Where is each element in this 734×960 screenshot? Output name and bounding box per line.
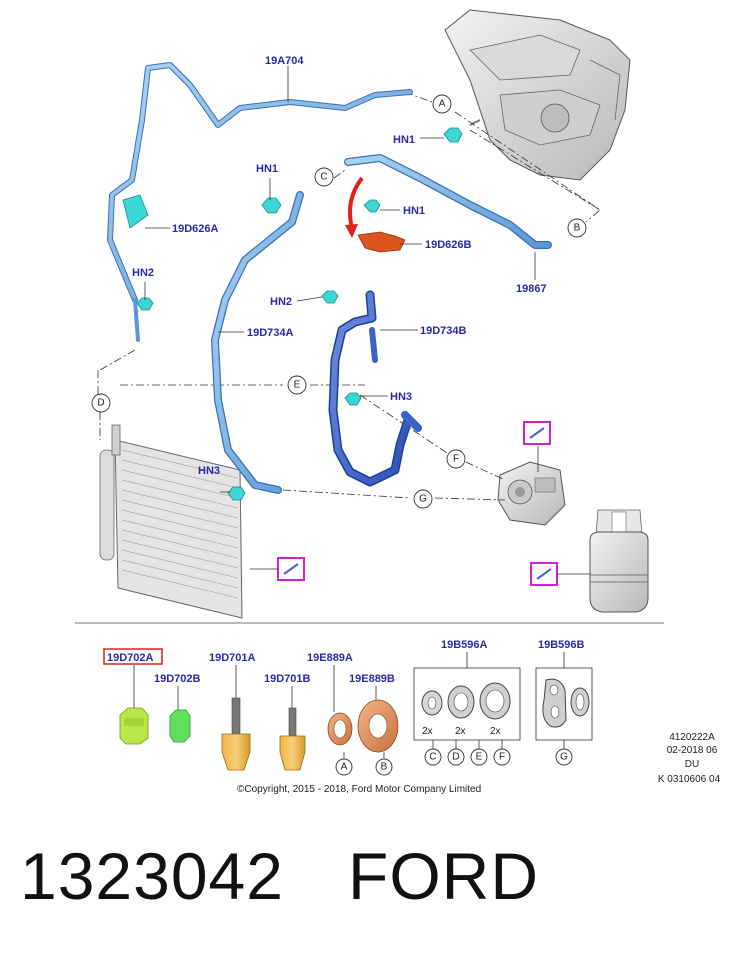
pipe-19D734B xyxy=(328,290,422,487)
svg-text:B: B xyxy=(574,223,581,234)
pipe-19D734A xyxy=(211,191,304,494)
label-19D626B: 19D626B xyxy=(425,239,472,251)
label-HN1-evaporator: HN1 xyxy=(393,134,415,146)
copyright-text: ©Copyright, 2015 - 2018, Ford Motor Comp… xyxy=(237,784,481,795)
part-label-19D701A: 19D701A xyxy=(209,652,256,664)
callout-D: D xyxy=(91,393,111,413)
compressor-illustration xyxy=(497,461,566,526)
part-number-caption: 1323042 xyxy=(20,839,284,913)
part-19D702A-highlight-box xyxy=(103,648,163,665)
oring-19B596A-icons xyxy=(421,682,511,720)
callout-C: C xyxy=(314,167,334,187)
svg-text:A: A xyxy=(439,99,446,110)
svg-text:C: C xyxy=(320,172,327,183)
red-arrow-icon xyxy=(345,176,364,238)
callout-B: B xyxy=(567,218,587,238)
part-label-19B596A: 19B596A xyxy=(441,639,488,651)
label-19D734A: 19D734A xyxy=(247,327,294,339)
svg-text:G: G xyxy=(419,494,427,505)
part-label-19D702A: 19D702A xyxy=(107,652,154,664)
oring-19B596B-icons xyxy=(542,678,590,728)
cap-19D702B-icon xyxy=(169,709,191,743)
part-label-19D701B: 19D701B xyxy=(264,673,311,685)
bottom-callout-A: A xyxy=(335,758,353,776)
clip-icons xyxy=(122,127,463,501)
callout-G: G xyxy=(413,489,433,509)
label-HN3-middle: HN3 xyxy=(390,391,412,403)
oring-kit-19B596A-box xyxy=(413,667,521,741)
part-label-19B596B: 19B596B xyxy=(538,639,585,651)
callout-A: A xyxy=(432,94,452,114)
svg-text:F: F xyxy=(499,752,505,763)
label-19D734B: 19D734B xyxy=(420,325,467,337)
label-HN2-left: HN2 xyxy=(132,267,154,279)
label-19D626A: 19D626A xyxy=(172,223,219,235)
part-label-19E889A: 19E889A xyxy=(307,652,353,664)
code-line-1: 4120222A xyxy=(669,732,715,743)
leader-lines xyxy=(144,66,536,493)
svg-text:E: E xyxy=(476,752,483,763)
hvac-housing-illustration xyxy=(444,9,631,181)
washer-19E889B-icon xyxy=(357,699,399,753)
svg-text:E: E xyxy=(294,380,301,391)
condenser-illustration xyxy=(99,424,243,619)
qty-label-C: 2x xyxy=(422,726,433,737)
highlight-boxes xyxy=(250,421,590,586)
pipe-19A704 xyxy=(107,62,413,342)
oring-kit-19B596B-box xyxy=(535,667,593,741)
bottom-callout-leaders xyxy=(432,740,503,749)
svg-text:D: D xyxy=(452,752,459,763)
label-19A704: 19A704 xyxy=(265,55,304,67)
callout-F: F xyxy=(446,449,466,469)
bottom-callout-E: E xyxy=(470,748,488,766)
bottom-callout-F: F xyxy=(493,748,511,766)
callout-E: E xyxy=(287,375,307,395)
label-19867: 19867 xyxy=(516,283,547,295)
brand-caption: FORD xyxy=(348,839,539,913)
bracket-19D626B xyxy=(357,231,406,253)
qty-label-DE: 2x xyxy=(455,726,466,737)
code-line-4: K 0310606 04 xyxy=(658,774,721,785)
label-HN2-middle: HN2 xyxy=(270,296,292,308)
bottom-callout-D: D xyxy=(447,748,465,766)
refrigerant-cylinder-illustration xyxy=(589,509,649,613)
label-HN1-left: HN1 xyxy=(256,163,278,175)
bottom-callout-B: B xyxy=(375,758,393,776)
pipe-19867 xyxy=(344,154,552,249)
valve-19D701A-icon xyxy=(221,697,251,771)
code-line-3: DU xyxy=(685,759,699,770)
qty-label-F: 2x xyxy=(490,726,501,737)
part-label-19D702B: 19D702B xyxy=(154,673,201,685)
svg-text:A: A xyxy=(341,762,348,773)
label-HN1-bracket: HN1 xyxy=(403,205,425,217)
part-label-19E889B: 19E889B xyxy=(349,673,395,685)
valve-19D701B-icon xyxy=(279,707,306,771)
bottom-callout-G: G xyxy=(555,748,573,766)
svg-text:G: G xyxy=(560,752,568,763)
code-line-2: 02-2018 06 xyxy=(667,745,718,756)
svg-text:B: B xyxy=(381,762,388,773)
label-HN3-lower: HN3 xyxy=(198,465,220,477)
bottom-callout-C: C xyxy=(424,748,442,766)
svg-text:F: F xyxy=(453,454,459,465)
washer-19E889A-icon xyxy=(327,712,353,746)
cap-19D702A-icon xyxy=(119,707,149,745)
svg-text:D: D xyxy=(97,398,104,409)
svg-text:C: C xyxy=(429,752,436,763)
